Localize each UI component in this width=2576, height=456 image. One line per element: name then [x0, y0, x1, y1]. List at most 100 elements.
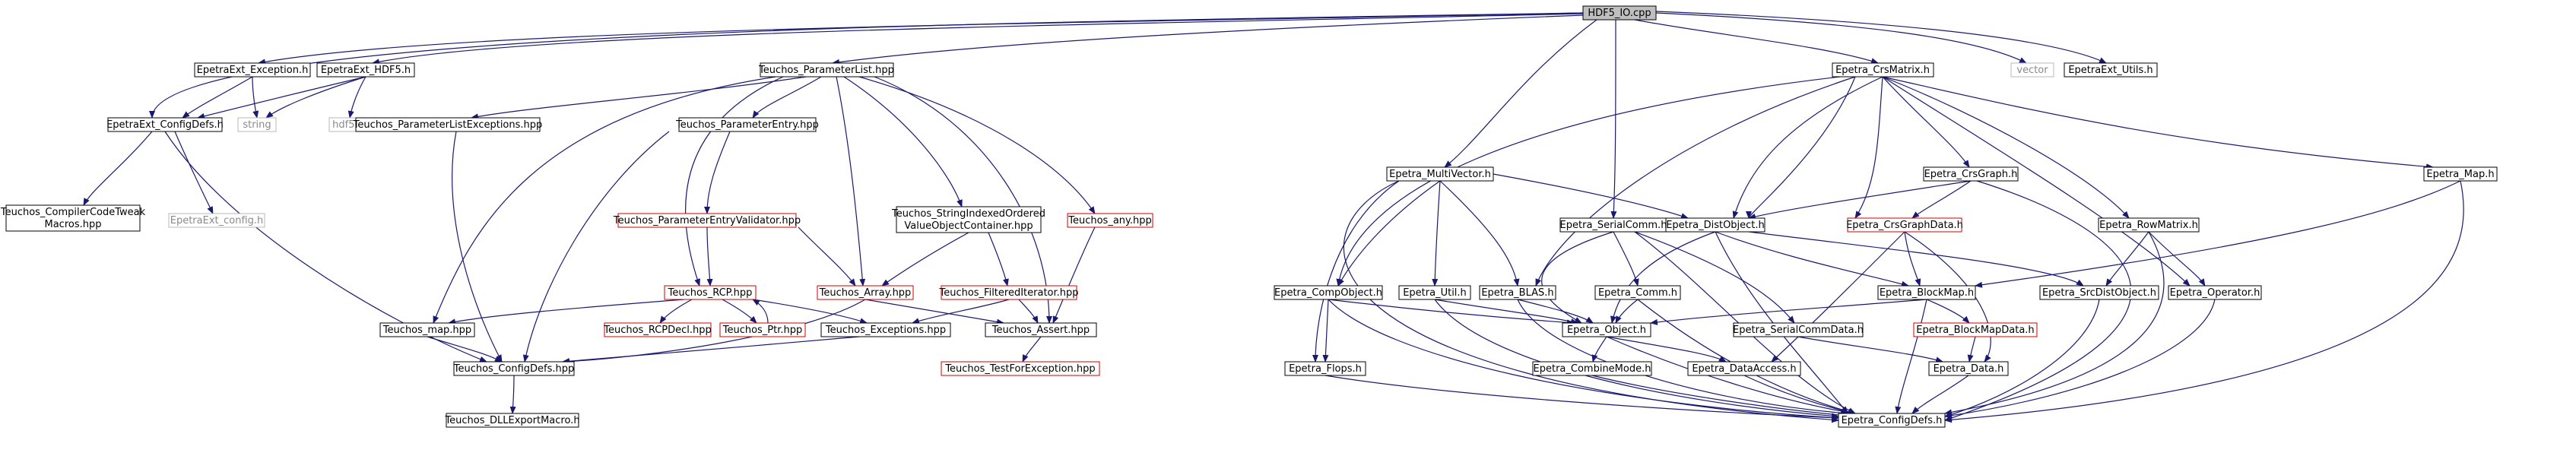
include-edge — [1904, 231, 1991, 363]
node-teuchos-array[interactable]: Teuchos_Array.hpp — [817, 285, 914, 300]
include-edge — [722, 299, 757, 324]
node-teuchos-parameterentryvalidator[interactable]: Teuchos_ParameterEntryValidator.hpp — [613, 213, 801, 228]
include-edge — [1967, 336, 1976, 363]
include-edge — [265, 76, 366, 119]
node-teuchos-map[interactable]: Teuchos_map.hpp — [379, 322, 475, 337]
node-teuchos-dllexportmacro[interactable]: Teuchos_DLLExportMacro.h — [444, 413, 580, 428]
node-epetra-srcdistobject[interactable]: Epetra_SrcDistObject.h — [2039, 285, 2159, 300]
svg-text:Epetra_CrsGraph.h: Epetra_CrsGraph.h — [1924, 169, 2018, 180]
node-teuchos-stringindexedorderedvalueobjectcontainer[interactable]: Teuchos_StringIndexedOrdered ValueObject… — [891, 206, 1045, 233]
svg-text:Teuchos_ParameterList.hpp: Teuchos_ParameterList.hpp — [758, 65, 894, 76]
include-edge — [1944, 299, 2100, 418]
node-epetra-crsgraph[interactable]: Epetra_CrsGraph.h — [1923, 166, 2019, 182]
node-teuchos-testforexception[interactable]: Teuchos_TestForException.hpp — [941, 361, 1100, 376]
node-epetra-operator[interactable]: Epetra_Operator.h — [2168, 285, 2262, 300]
node-teuchos-parameterlist[interactable]: Teuchos_ParameterList.hpp — [758, 62, 894, 78]
node-epetra-crsgraphdata[interactable]: Epetra_CrsGraphData.h — [1846, 217, 1963, 233]
include-edge — [427, 336, 503, 363]
node-teuchos-any[interactable]: Teuchos_any.hpp — [1067, 213, 1153, 228]
include-edge — [1328, 299, 1575, 326]
include-edge — [1944, 180, 2132, 421]
include-edge — [452, 131, 503, 363]
svg-text:EpetraExt_HDF5.h: EpetraExt_HDF5.h — [321, 65, 411, 76]
include-edge — [1746, 76, 1856, 219]
svg-text:Epetra_DistObject.h: Epetra_DistObject.h — [1666, 220, 1765, 231]
node-string[interactable]: string — [237, 117, 277, 132]
node-vector[interactable]: vector — [2010, 62, 2054, 78]
svg-text:EpetraExt_ConfigDefs.h: EpetraExt_ConfigDefs.h — [106, 119, 224, 131]
svg-text:Epetra_RowMatrix.h: Epetra_RowMatrix.h — [2099, 220, 2198, 231]
node-teuchos-assert[interactable]: Teuchos_Assert.hpp — [985, 322, 1097, 337]
include-edge — [1854, 76, 1883, 219]
file-nodes: HDF5_IO.cpp EpetraExt_Exception.h Epetra… — [0, 5, 2498, 428]
node-epetra-object[interactable]: Epetra_Object.h — [1562, 322, 1651, 337]
node-epetraext-utils[interactable]: EpetraExt_Utils.h — [2064, 62, 2158, 78]
svg-text:Epetra_CrsGraphData.h: Epetra_CrsGraphData.h — [1846, 220, 1963, 231]
node-epetra-data[interactable]: Epetra_Data.h — [1928, 361, 2009, 376]
node-teuchos-filterediterator[interactable]: Teuchos_FilteredIterator.hpp — [938, 285, 1079, 300]
include-edge — [1882, 76, 2130, 219]
node-teuchos-ptr[interactable]: Teuchos_Ptr.hpp — [719, 322, 806, 337]
node-epetra-crsmatrix[interactable]: Epetra_CrsMatrix.h — [1832, 62, 1934, 78]
include-edge — [1911, 180, 1972, 219]
include-edge — [1312, 180, 1400, 363]
node-epetra-serialcommdata[interactable]: Epetra_SerialCommData.h — [1733, 322, 1864, 337]
include-edge — [1944, 180, 2464, 423]
node-teuchos-rcp[interactable]: Teuchos_RCP.hpp — [664, 285, 757, 300]
node-teuchos-configdefs[interactable]: Teuchos_ConfigDefs.hpp — [453, 361, 575, 376]
svg-text:Teuchos_map.hpp: Teuchos_map.hpp — [382, 325, 471, 336]
node-epetraext-config[interactable]: EpetraExt_config.h — [168, 213, 265, 228]
node-epetra-util[interactable]: Epetra_Util.h — [1398, 285, 1471, 300]
include-edge — [1613, 231, 1639, 287]
svg-text:vector: vector — [2016, 65, 2048, 76]
svg-text:Epetra_Util.h: Epetra_Util.h — [1403, 287, 1467, 299]
node-epetra-blas[interactable]: Epetra_BLAS.h — [1479, 285, 1556, 300]
node-epetra-comm[interactable]: Epetra_Comm.h — [1594, 285, 1681, 300]
node-epetraext-configdefs[interactable]: EpetraExt_ConfigDefs.h — [106, 117, 224, 132]
node-epetra-distobject[interactable]: Epetra_DistObject.h — [1665, 217, 1765, 233]
node-teuchos-rcpdecl[interactable]: Teuchos_RCPDecl.hpp — [603, 322, 712, 337]
node-epetra-compobject[interactable]: Epetra_CompObject.h — [1274, 285, 1383, 300]
include-edge — [1944, 231, 2165, 416]
svg-text:Epetra_Object.h: Epetra_Object.h — [1567, 325, 1646, 336]
node-epetra-rowmatrix[interactable]: Epetra_RowMatrix.h — [2098, 217, 2200, 233]
include-edge — [1715, 231, 1909, 287]
node-epetraext-hdf5[interactable]: EpetraExt_HDF5.h — [316, 62, 415, 78]
node-epetra-configdefs[interactable]: Epetra_ConfigDefs.h — [1838, 413, 1946, 428]
include-edge — [197, 76, 366, 119]
include-edge — [836, 76, 866, 287]
node-epetra-flops[interactable]: Epetra_Flops.h — [1284, 361, 1366, 376]
node-epetra-blockmap[interactable]: Epetra_BlockMap.h — [1877, 285, 1976, 300]
node-epetra-blockmapdata[interactable]: Epetra_BlockMapData.h — [1913, 322, 2038, 337]
svg-text:Epetra_CompObject.h: Epetra_CompObject.h — [1274, 287, 1382, 299]
node-epetra-map[interactable]: Epetra_Map.h — [2423, 166, 2498, 182]
svg-text:Macros.hpp: Macros.hpp — [45, 219, 102, 230]
include-edge — [1926, 299, 1970, 324]
include-edge — [1904, 231, 1921, 287]
node-epetra-dataaccess[interactable]: Epetra_DataAccess.h — [1687, 361, 1801, 376]
include-edge — [83, 131, 153, 206]
node-epetra-combinemode[interactable]: Epetra_CombineMode.h — [1532, 361, 1652, 376]
node-epetra-multivector[interactable]: Epetra_MultiVector.h — [1386, 166, 1494, 182]
include-edge — [1439, 180, 1520, 287]
svg-text:Teuchos_FilteredIterator.hpp: Teuchos_FilteredIterator.hpp — [938, 287, 1078, 299]
svg-text:Epetra_DataAccess.h: Epetra_DataAccess.h — [1692, 363, 1796, 375]
svg-text:Epetra_Data.h: Epetra_Data.h — [1934, 363, 2004, 375]
include-edge — [1432, 180, 1441, 287]
node-teuchos-compilercodetweakmacros[interactable]: Teuchos_CompilerCodeTweak Macros.hpp — [0, 204, 146, 232]
node-epetraext-exception[interactable]: EpetraExt_Exception.h — [194, 62, 311, 78]
include-edge — [1337, 180, 1441, 287]
include-edge — [1517, 299, 1848, 416]
include-edge — [1343, 180, 1839, 423]
include-edge — [858, 76, 1096, 214]
include-edge — [1637, 299, 1856, 415]
include-edge — [2148, 231, 2206, 287]
node-teuchos-parameterlistexceptions[interactable]: Teuchos_ParameterListExceptions.hpp — [353, 117, 543, 132]
node-hdf5-io-cpp[interactable]: HDF5_IO.cpp — [1582, 5, 1657, 21]
include-edge — [2105, 231, 2149, 287]
include-edge — [1771, 231, 1905, 363]
node-teuchos-parameterentry[interactable]: Teuchos_ParameterEntry.hpp — [675, 117, 819, 132]
node-teuchos-exceptions[interactable]: Teuchos_Exceptions.hpp — [820, 322, 951, 337]
include-edge — [843, 76, 963, 207]
node-epetra-serialcomm[interactable]: Epetra_SerialComm.h — [1559, 217, 1667, 233]
